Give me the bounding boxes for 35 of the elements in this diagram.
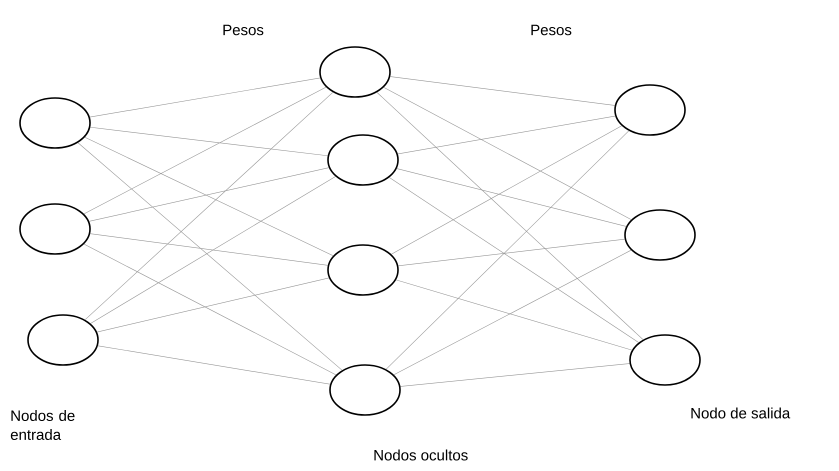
connection-line [398, 116, 616, 154]
connection-line [98, 345, 330, 385]
connection-line [78, 142, 342, 370]
connection-line [390, 76, 616, 106]
connection-line [398, 238, 625, 266]
connection-line [96, 278, 330, 332]
neuron-ellipse [19, 97, 91, 149]
neuron-ellipse [614, 84, 686, 136]
connection-line [90, 78, 320, 118]
connection-line [400, 363, 630, 387]
connection-line [84, 92, 334, 320]
connection-line [396, 280, 632, 350]
connection-line [394, 250, 632, 376]
connection-line [386, 130, 630, 370]
neuron-ellipse [327, 134, 399, 186]
connection-line [391, 125, 622, 255]
layer-label: Pesos [531, 24, 572, 36]
connection-line [376, 92, 644, 340]
neuron-ellipse [19, 203, 91, 255]
neuron-ellipse [329, 364, 401, 416]
connection-line [389, 177, 639, 343]
neuron-ellipse [629, 334, 701, 386]
connection-line [396, 168, 627, 227]
neuron-ellipse [624, 209, 696, 261]
neuron-ellipse [27, 314, 99, 366]
connection-line [84, 244, 336, 376]
neuron-ellipse [327, 244, 399, 296]
connection-line [84, 86, 326, 214]
neuron-ellipse [319, 46, 391, 98]
connection-line [90, 126, 328, 156]
connection-line [88, 167, 330, 222]
connection-line [383, 87, 632, 220]
connection-line [90, 176, 336, 324]
connection-line [90, 233, 328, 266]
connection-line [84, 136, 334, 256]
